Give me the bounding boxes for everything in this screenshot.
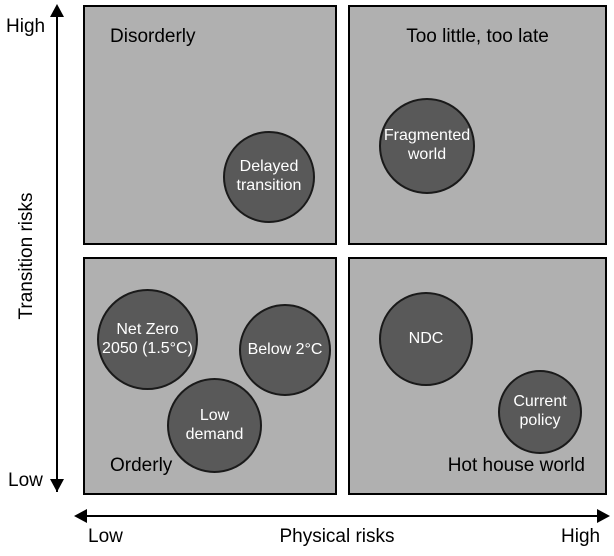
y-axis-high-label: High bbox=[6, 16, 46, 37]
bubble-label-below-2c-line1: Below 2°C bbox=[247, 340, 323, 358]
bubble-label-low-demand-line2: demand bbox=[185, 425, 244, 443]
bubble-current-policy[interactable]: Current policy bbox=[498, 370, 582, 454]
quadrant-disorderly: Disorderly Delayed transition bbox=[83, 5, 337, 245]
quadrant-label-too-little-too-late: Too little, too late bbox=[406, 26, 549, 47]
bubble-label-delayed-transition-line1: Delayed bbox=[239, 158, 299, 176]
bubble-label-delayed-transition-line2: transition bbox=[236, 177, 302, 194]
x-axis-left-arrow-icon bbox=[74, 509, 87, 523]
bubble-label-low-demand-line1: Low bbox=[199, 406, 230, 424]
x-axis-low-label: Low bbox=[88, 526, 123, 547]
bubble-label-net-zero-2050-line2: 2050 (1.5°C) bbox=[102, 339, 193, 357]
bubble-ndc[interactable]: NDC bbox=[379, 292, 473, 386]
bubble-fragmented-world[interactable]: Fragmented world bbox=[379, 98, 475, 194]
quadrant-hot-house-world: Hot house world NDC Current policy bbox=[348, 257, 607, 495]
bubble-label-fragmented-world-line1: Fragmented bbox=[383, 127, 471, 145]
x-axis-line bbox=[86, 515, 598, 517]
y-axis-low-label: Low bbox=[8, 470, 43, 491]
bubble-delayed-transition[interactable]: Delayed transition bbox=[223, 131, 315, 223]
quadrant-too-little-too-late: Too little, too late Fragmented world bbox=[348, 5, 607, 245]
quadrant-orderly: Orderly Net Zero 2050 (1.5°C) Below 2°C … bbox=[83, 257, 337, 495]
bubble-low-demand[interactable]: Low demand bbox=[167, 378, 262, 473]
y-axis-down-arrow-icon bbox=[50, 479, 64, 492]
bubble-label-ndc-line1: NDC bbox=[408, 329, 444, 347]
x-axis-right-arrow-icon bbox=[597, 509, 610, 523]
y-axis-up-arrow-icon bbox=[50, 4, 64, 17]
bubble-label-current-policy-line1: Current bbox=[513, 393, 567, 411]
y-axis-title: Transition risks bbox=[16, 192, 37, 320]
bubble-label-net-zero-2050-line1: Net Zero bbox=[116, 320, 179, 338]
quadrant-label-disorderly: Disorderly bbox=[110, 26, 196, 47]
quadrant-label-orderly: Orderly bbox=[110, 455, 173, 476]
bubble-below-2c[interactable]: Below 2°C bbox=[239, 304, 331, 396]
bubble-net-zero-2050[interactable]: Net Zero 2050 (1.5°C) bbox=[97, 289, 198, 390]
x-axis-title: Physical risks bbox=[279, 526, 395, 547]
bubble-label-fragmented-world-line2: world bbox=[407, 146, 447, 163]
y-axis-line bbox=[56, 14, 58, 492]
x-axis-high-label: High bbox=[561, 526, 601, 547]
quadrant-label-hot-house-world: Hot house world bbox=[447, 455, 585, 476]
bubble-label-current-policy-line2: policy bbox=[519, 412, 561, 429]
